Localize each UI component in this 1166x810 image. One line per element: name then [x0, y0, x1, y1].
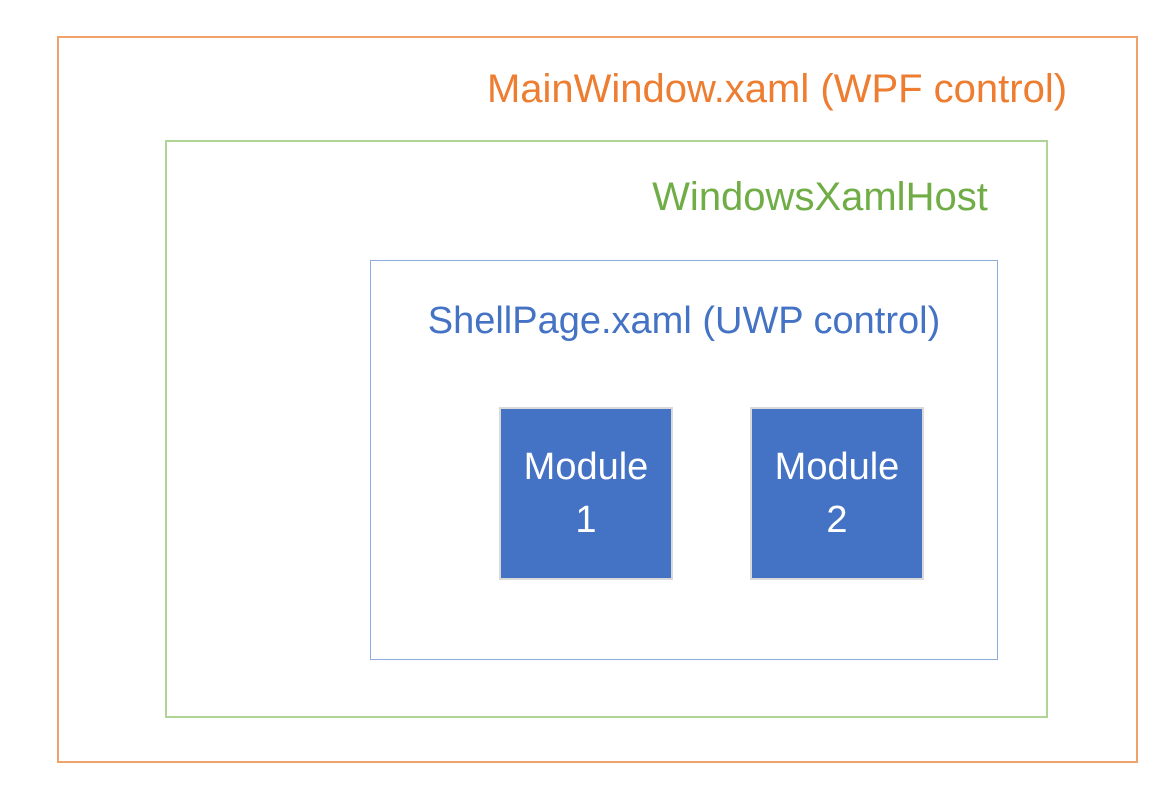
windowsxamlhost-box: WindowsXamlHost ShellPage.xaml (UWP cont… [165, 140, 1048, 718]
mainwindow-wpf-box: MainWindow.xaml (WPF control) WindowsXam… [57, 36, 1138, 763]
module-2-box: Module 2 [750, 407, 924, 580]
shellpage-uwp-box: ShellPage.xaml (UWP control) Module 1 Mo… [370, 260, 998, 660]
windowsxamlhost-label: WindowsXamlHost [652, 175, 988, 219]
module-1-box: Module 1 [499, 407, 673, 580]
module-1-number: 1 [575, 498, 597, 541]
mainwindow-wpf-label: MainWindow.xaml (WPF control) [486, 67, 1068, 111]
module-2-number: 2 [826, 498, 848, 541]
module-1-name: Module [523, 445, 649, 488]
module-2-name: Module [774, 445, 900, 488]
shellpage-uwp-label: ShellPage.xaml (UWP control) [427, 300, 941, 342]
